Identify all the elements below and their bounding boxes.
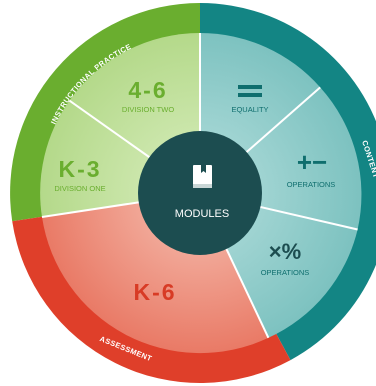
division-two-grade: 4-6 — [128, 77, 167, 103]
modules-center[interactable] — [138, 131, 262, 255]
operations-mult-label: OPERATIONS — [261, 268, 310, 277]
plus-minus-icon: +− — [297, 147, 327, 177]
equality-label: EQUALITY — [231, 105, 268, 114]
assessment-grade: K-6 — [133, 279, 176, 305]
division-one-label: DIVISION ONE — [54, 184, 105, 193]
division-two-label: DIVISION TWO — [122, 105, 175, 114]
book-icon — [193, 165, 212, 188]
modules-title: MODULES — [175, 208, 229, 220]
operations-add-label: OPERATIONS — [287, 180, 336, 189]
division-one-grade: K-3 — [58, 156, 101, 182]
equals-icon — [238, 85, 262, 97]
times-percent-icon: ×% — [269, 239, 301, 264]
